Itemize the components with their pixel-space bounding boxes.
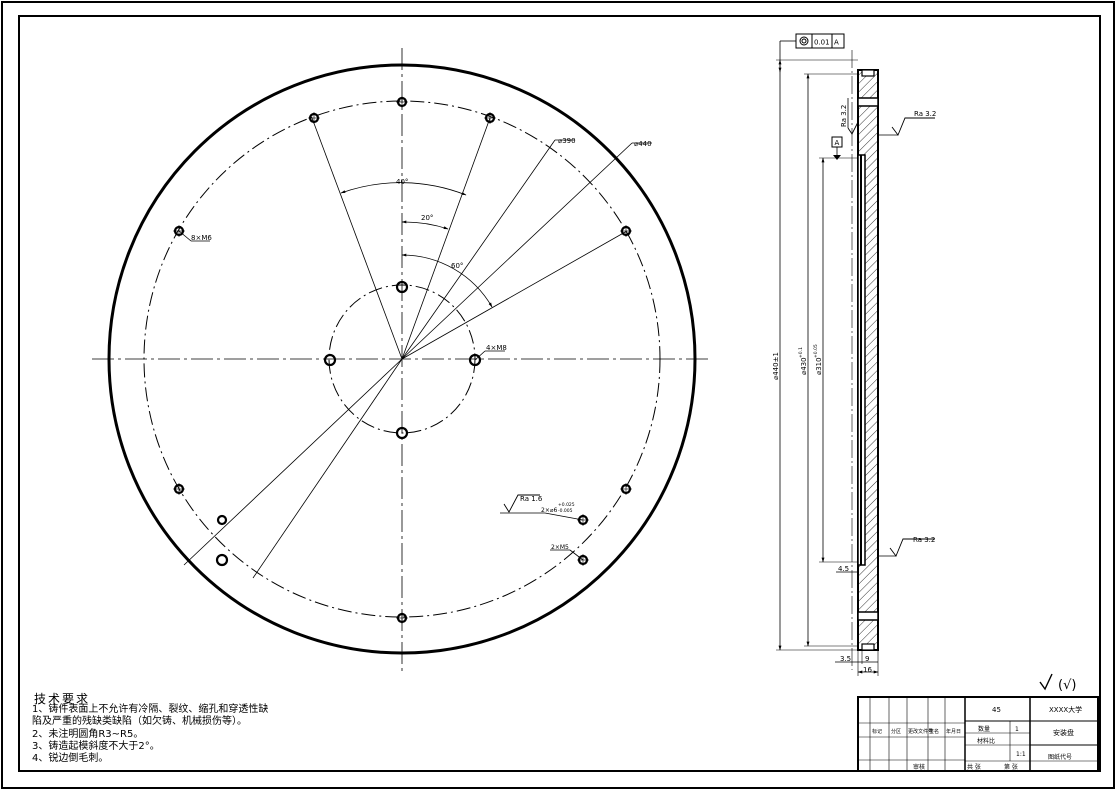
holes-outer-label: 8×M6 bbox=[191, 234, 212, 242]
roughness-top-right: Ra 3.2 bbox=[914, 110, 936, 118]
tech-requirement-line: 3、铸造起模斜度不大于2°。 bbox=[32, 741, 160, 752]
tech-requirement-line: 陷及严重的残缺类缺陷（如欠铸、机械损伤等）。 bbox=[32, 716, 247, 727]
roughness-front-label: Ra 1.6 bbox=[520, 495, 543, 503]
dim-mid: ⌀430 bbox=[800, 357, 808, 375]
tb-scale: 1:1 bbox=[1016, 751, 1026, 758]
holes-inner-label: 4×M8 bbox=[486, 344, 507, 352]
tb-sheet-no: 第 张 bbox=[1004, 763, 1018, 771]
dim-outer: ⌀440±1 bbox=[772, 352, 780, 380]
outer-hole bbox=[216, 514, 228, 526]
tb-zone: 分区 bbox=[891, 728, 901, 735]
dim-bore-tol: +0.05 bbox=[813, 344, 819, 358]
dim-mid-tol: +0.1 bbox=[798, 347, 804, 358]
inner-hole bbox=[395, 426, 409, 440]
tech-requirements-title: 技术要求 bbox=[34, 692, 91, 706]
outer-disk-outline bbox=[107, 63, 697, 655]
inner-hole bbox=[323, 353, 337, 367]
tb-sign: 签名 bbox=[929, 728, 939, 735]
tb-check: 审核 bbox=[913, 763, 925, 771]
dim-9: 9 bbox=[865, 655, 869, 663]
tb-drawing-no: 图纸代号 bbox=[1048, 753, 1072, 761]
tb-part-name: 安装盘 bbox=[1053, 728, 1074, 737]
title-block: 45 XXXX大学 数量 1 安装盘 材料比 1:1 图纸代号 标记 分区 更改… bbox=[857, 696, 1099, 772]
pin-tol-upper: +0.025 bbox=[558, 502, 575, 508]
tb-revision: 标记 bbox=[872, 728, 882, 735]
bolt-circle bbox=[143, 100, 661, 618]
dim-step: 4.5 bbox=[838, 565, 849, 573]
tech-requirement-line: 2、未注明圆角R3~R5。 bbox=[32, 729, 144, 740]
tb-quantity-value: 1 bbox=[1015, 726, 1019, 733]
dim-3-5: 3.5 bbox=[840, 655, 851, 663]
tech-requirement-line: 4、锐边倒毛刺。 bbox=[32, 753, 109, 764]
tb-quantity-label: 数量 bbox=[978, 725, 990, 733]
roughness-bottom: Ra 3.2 bbox=[913, 536, 935, 544]
angle-40-label: 40° bbox=[396, 178, 408, 186]
front-view: ⌀440 ⌀390 40° 20° 60° 8×M6 4×M8 Ra 1.6 2… bbox=[92, 48, 712, 672]
tb-school: XXXX大学 bbox=[1049, 705, 1082, 714]
tb-total-sheets: 共 张 bbox=[967, 763, 981, 771]
tb-material: 45 bbox=[992, 706, 1001, 714]
datum-a-label: A bbox=[835, 139, 840, 147]
dia-pcd-label: ⌀390 bbox=[558, 137, 576, 145]
pin-tol-lower: -0.005 bbox=[558, 508, 573, 514]
tolerance-datum: A bbox=[834, 39, 839, 47]
inner-hole bbox=[395, 280, 409, 294]
dia-outer-label: ⌀440 bbox=[634, 140, 652, 148]
angle-60-label: 60° bbox=[451, 262, 463, 270]
tb-weight-label: 材料比 bbox=[977, 737, 995, 745]
dim-bore: ⌀310 bbox=[815, 357, 823, 375]
tb-date: 年月日 bbox=[946, 728, 961, 735]
tech-requirement-line: 1、铸件表面上不允许有冷隔、裂纹、缩孔和穿透性缺 bbox=[32, 704, 269, 715]
inner-hole bbox=[468, 353, 482, 367]
tb-doc: 更改文件号 bbox=[908, 728, 933, 735]
angle-20-label: 20° bbox=[421, 214, 433, 222]
tolerance-value: 0.01 bbox=[814, 39, 830, 47]
dim-16: 16 bbox=[863, 666, 872, 674]
section-view: 0.01 A A Ra 3.2 Ra 3.2 Ra 3.2 ⌀440±1 ⌀43… bbox=[772, 33, 936, 676]
screw-holes-label: 2×M5 bbox=[551, 544, 569, 551]
inner-frame bbox=[18, 15, 1101, 772]
pin-holes-label: 2×⌀6 bbox=[541, 507, 557, 514]
general-roughness-paren: (√) bbox=[1058, 678, 1076, 693]
roughness-top-left: Ra 3.2 bbox=[840, 105, 848, 127]
general-roughness: (√) bbox=[1039, 673, 1076, 693]
large-hole bbox=[215, 553, 229, 567]
